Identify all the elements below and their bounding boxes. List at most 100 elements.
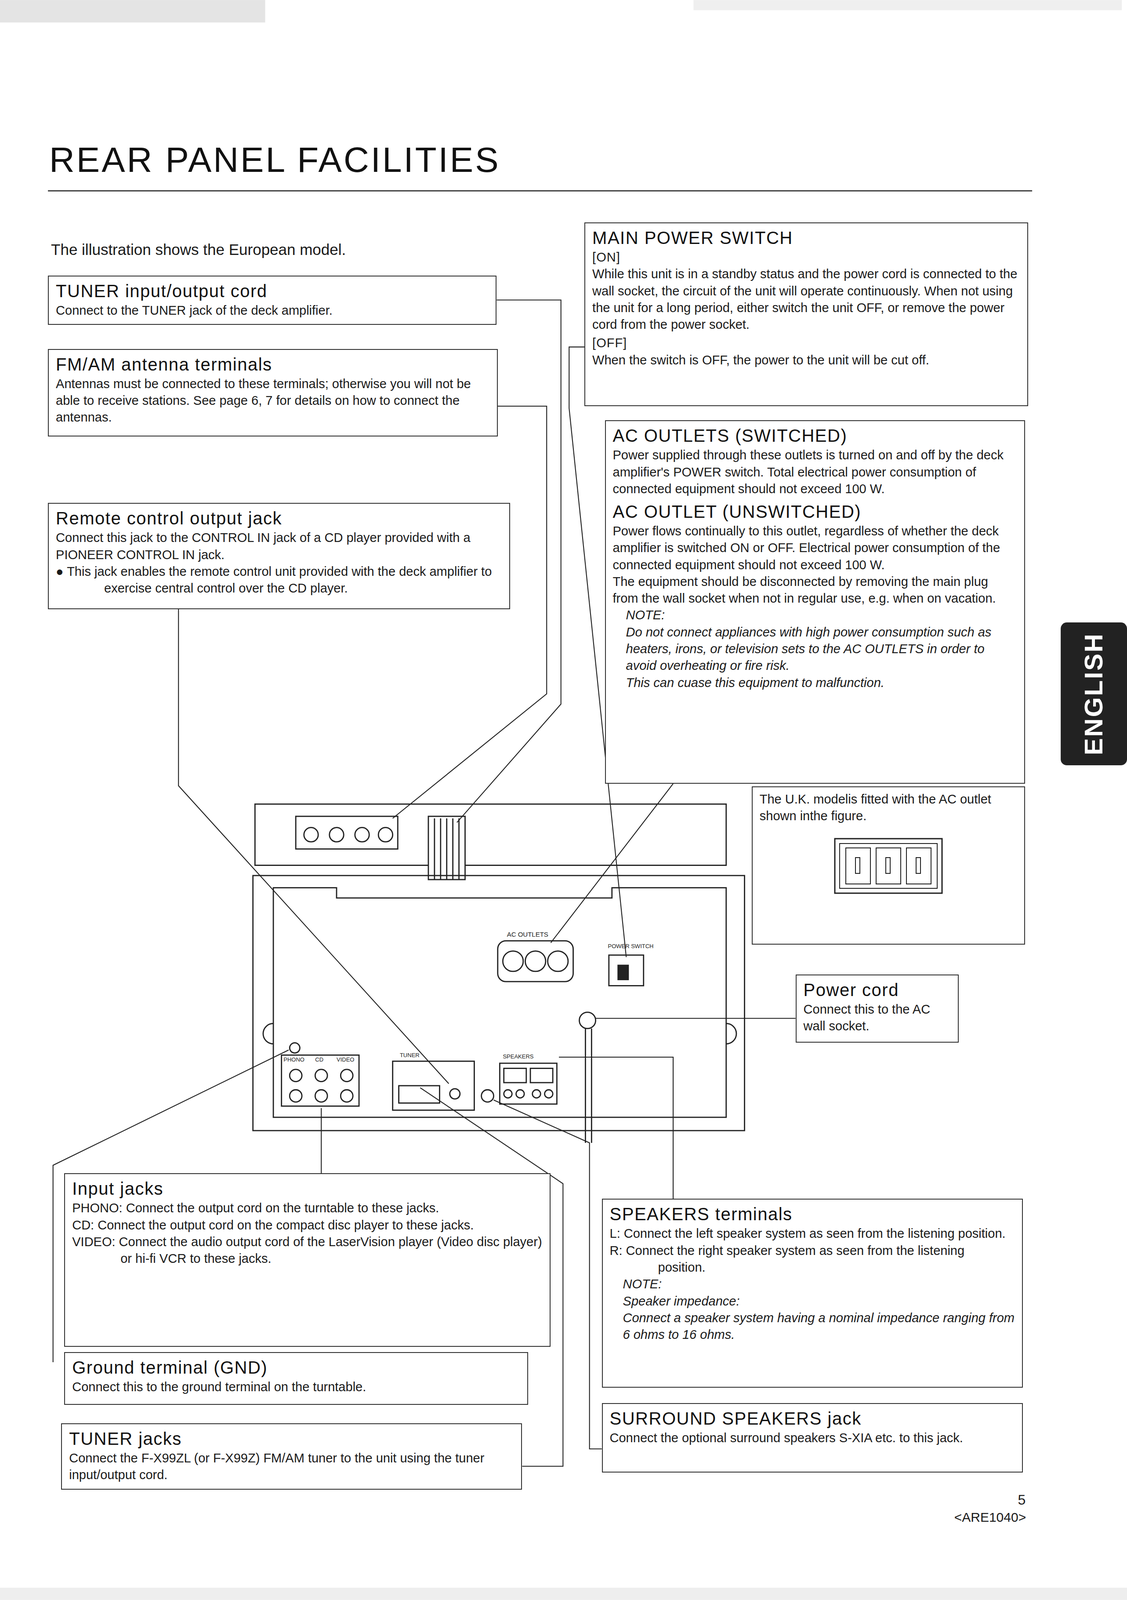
drawing-stroke	[263, 1022, 274, 1044]
document-code: <ARE1040>	[954, 1509, 1026, 1525]
scan-band	[0, 0, 266, 23]
box-heading: Input jacks	[72, 1177, 543, 1200]
drawing-stroke	[329, 827, 344, 842]
language-tab-text: ENGLISH	[1078, 632, 1109, 755]
drawing-stroke	[608, 954, 644, 986]
switch-state: [OFF]	[592, 334, 1021, 352]
drawing-stroke	[595, 1017, 796, 1019]
scan-band	[0, 1587, 1127, 1600]
drawing-stroke	[544, 1089, 554, 1098]
drawing-stroke	[458, 818, 460, 880]
drawing-stroke	[503, 1067, 527, 1082]
drawing-stroke	[281, 1054, 359, 1106]
box-heading: TUNER input/output cord	[55, 279, 489, 302]
note-text: Connect a speaker system having a nomina…	[609, 1308, 1016, 1343]
body-text: While this unit is in a standby status a…	[592, 265, 1021, 333]
callout-box: Input jacksPHONO: Connect the output cor…	[64, 1172, 551, 1347]
page-title: REAR PANEL FACILITIES	[49, 139, 501, 181]
drawing-stroke	[428, 815, 466, 880]
drawing-stroke	[254, 803, 726, 865]
drawing-stroke	[320, 1107, 322, 1174]
body-text: L: Connect the left speaker system as se…	[609, 1224, 1016, 1242]
panel-marking: PHONO	[283, 1055, 305, 1063]
drawing-stroke	[550, 783, 674, 943]
drawing-stroke	[499, 1062, 557, 1104]
switch-state: [ON]	[592, 248, 1021, 266]
note-text: This can cuase this equipment to malfunc…	[612, 674, 1018, 691]
box-heading: Remote control output jack	[55, 507, 503, 530]
panel-marking: POWER SWITCH	[607, 942, 654, 950]
panel-marking: VIDEO	[336, 1055, 355, 1063]
drawing-stroke	[273, 887, 727, 1117]
body-text: VIDEO: Connect the audio output cord of …	[72, 1232, 543, 1267]
body-text: PHONO: Connect the output cord on the tu…	[72, 1199, 543, 1216]
box-heading: AC OUTLET (UNSWITCHED)	[612, 500, 1018, 523]
body-text: Connect the optional surround speakers S…	[609, 1428, 1016, 1446]
body-text: Connect the F-X99ZL (or F-X99Z) FM/AM tu…	[68, 1449, 515, 1483]
title-rule	[47, 190, 1033, 192]
note-text: NOTE:	[612, 606, 1018, 624]
drawing-stroke	[618, 964, 629, 979]
body-text: ● This jack enables the remote control u…	[55, 562, 503, 597]
drawing-stroke	[547, 950, 569, 972]
drawing-stroke	[378, 827, 393, 842]
callout-box: Power cordConnect this to the AC wall so…	[795, 974, 959, 1043]
note-text: NOTE:	[609, 1275, 1016, 1292]
drawing-stroke	[289, 1042, 300, 1053]
drawing-stroke	[558, 1056, 674, 1199]
page-number: 5	[1018, 1491, 1026, 1508]
body-text: R: Connect the right speaker system as s…	[609, 1241, 1016, 1276]
drawing-stroke	[315, 1089, 328, 1102]
drawing-stroke	[449, 1088, 461, 1099]
panel-marking: SPEAKERS	[502, 1052, 534, 1060]
body-text: Antennas must be connected to these term…	[55, 375, 490, 426]
drawing-stroke	[530, 1067, 553, 1082]
panel-marking: AC OUTLETS	[507, 930, 549, 938]
callout-box: FM/AM antenna terminalsAntennas must be …	[47, 348, 498, 437]
drawing-stroke	[590, 1028, 593, 1143]
drawing-stroke	[289, 1089, 302, 1102]
body-text: Connect this to the ground terminal on t…	[72, 1377, 521, 1395]
intro-note: The illustration shows the European mode…	[50, 240, 346, 259]
body-text: Connect this to the AC wall socket.	[803, 1000, 951, 1035]
drawing-stroke	[503, 1089, 513, 1098]
box-heading: AC OUTLETS (SWITCHED)	[612, 424, 1018, 447]
drawing-stroke	[445, 818, 448, 880]
drawing-stroke	[579, 1011, 596, 1029]
scan-band	[693, 0, 1122, 11]
drawing-stroke	[289, 1069, 302, 1082]
callout-box: SPEAKERS terminalsL: Connect the left sp…	[601, 1198, 1024, 1387]
drawing-stroke	[340, 1069, 353, 1082]
drawing-stroke	[516, 1089, 525, 1098]
drawing-stroke	[584, 1028, 587, 1143]
body-text: The equipment should be disconnected by …	[612, 572, 1018, 607]
box-heading: Ground terminal (GND)	[72, 1355, 521, 1378]
drawing-stroke	[497, 940, 574, 982]
body-text: Connect to the TUNER jack of the deck am…	[55, 301, 489, 319]
box-heading: SURROUND SPEAKERS jack	[609, 1406, 1016, 1429]
drawing-stroke	[355, 827, 370, 842]
callout-box: TUNER jacksConnect the F-X99ZL (or F-X99…	[61, 1422, 522, 1490]
drawing-stroke	[315, 1069, 328, 1082]
drawing-stroke	[726, 1022, 737, 1044]
callout-box: Remote control output jackConnect this j…	[47, 502, 511, 609]
drawing-stroke	[439, 818, 442, 880]
drawing-stroke	[304, 827, 319, 842]
body-text: CD: Connect the output cord on the compa…	[72, 1216, 543, 1233]
drawing-stroke	[392, 1060, 475, 1110]
drawing-stroke	[532, 1089, 541, 1098]
box-heading: TUNER jacks	[68, 1427, 515, 1450]
uk-outlet-box: The U.K. modelis fitted with the AC outl…	[751, 786, 1026, 945]
callout-box: SURROUND SPEAKERS jackConnect the option…	[601, 1402, 1024, 1472]
body-text: Connect this jack to the CONTROL IN jack…	[55, 529, 503, 563]
drawing-stroke	[525, 950, 546, 972]
panel-marking: CD	[315, 1055, 324, 1063]
uk-outlet-symbol	[833, 837, 944, 895]
drawing-stroke	[295, 815, 398, 849]
drawing-stroke	[253, 875, 745, 1131]
body-text: When the switch is OFF, the power to the…	[592, 351, 1021, 369]
callout-box: Ground terminal (GND)Connect this to the…	[64, 1351, 529, 1405]
panel-marking: TUNER	[399, 1051, 420, 1059]
box-heading: MAIN POWER SWITCH	[592, 226, 1021, 249]
drawing-stroke	[398, 1085, 440, 1103]
